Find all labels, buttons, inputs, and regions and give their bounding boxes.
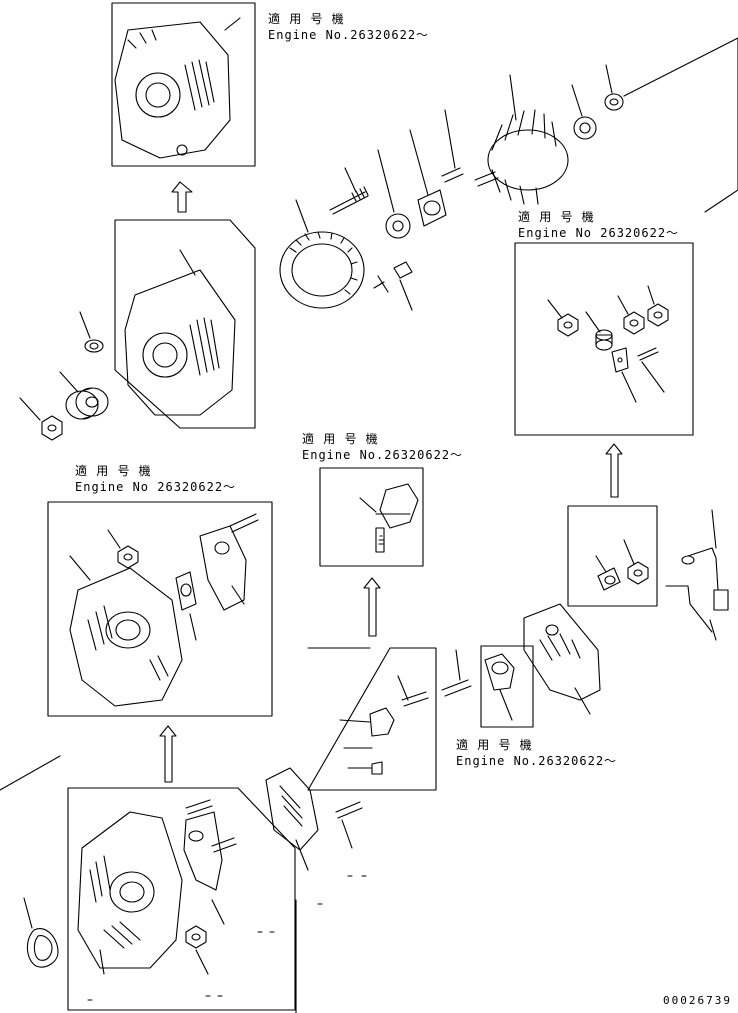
brush-holder-frame <box>307 647 437 791</box>
bottom-nut <box>185 925 209 975</box>
right-variant-parts <box>547 285 669 403</box>
terminal-variant-frame <box>567 505 658 607</box>
note-right-en: Engine No 26320622～ <box>518 226 680 240</box>
terminal-variant-parts <box>595 539 649 591</box>
note-right-jp: 適 用 号 機 <box>518 210 595 224</box>
arrow-up-right <box>605 443 623 498</box>
rear-housing-top <box>114 17 241 159</box>
gasket <box>0 755 61 968</box>
regulator-bracket-variant <box>175 513 259 641</box>
note-top-jp: 適 用 号 機 <box>268 12 345 26</box>
brush-holder-variant <box>359 483 419 553</box>
pulley-nut <box>19 397 63 441</box>
pulley <box>59 371 109 420</box>
bearing-retainer <box>409 129 447 227</box>
note-center-en: Engine No.26320622～ <box>302 448 464 462</box>
note-top-en: Engine No.26320622～ <box>268 28 430 42</box>
through-bolt <box>329 167 369 215</box>
regulator <box>265 767 319 871</box>
regulator-bracket <box>183 799 237 925</box>
brush-holder <box>339 675 429 775</box>
stator <box>279 199 365 309</box>
rotor <box>474 74 569 205</box>
regulator-variant-part <box>484 653 515 721</box>
bottom-frame <box>67 787 296 1011</box>
right-variant-frame <box>514 242 694 436</box>
callout-dashes <box>87 875 367 1001</box>
rear-housing-frame <box>114 219 256 429</box>
note-left-en: Engine No 26320622～ <box>75 480 237 494</box>
left-variant-frame <box>47 501 273 717</box>
leader-line-top-right <box>623 37 738 213</box>
front-housing <box>77 811 183 975</box>
regulator-variant-frame <box>480 645 534 728</box>
wire-harness <box>665 509 729 641</box>
arrow-up-left <box>159 725 177 783</box>
drawing-number: 00026739 <box>663 994 732 1007</box>
note-left-jp: 適 用 号 機 <box>75 464 152 478</box>
rear-bearing-cover <box>604 64 624 111</box>
regulator-screw <box>335 801 363 849</box>
note-center-jp: 適 用 号 機 <box>302 432 379 446</box>
rear-housing <box>124 249 236 416</box>
note-bottom-jp: 適 用 号 機 <box>456 738 533 752</box>
arrow-up-1 <box>171 181 193 213</box>
top-variant-frame <box>111 2 256 167</box>
retainer-screw <box>441 109 464 183</box>
center-variant-frame <box>319 467 424 567</box>
screw-center-right <box>441 649 472 697</box>
rear-bearing <box>571 84 597 140</box>
note-bottom-en: Engine No.26320622～ <box>456 754 618 768</box>
front-bearing <box>377 149 411 239</box>
front-housing-variant <box>69 529 183 707</box>
brush-spring-piece <box>373 261 413 311</box>
arrow-up-center <box>363 577 381 637</box>
washer-1 <box>79 311 104 353</box>
rear-cover <box>523 603 601 715</box>
